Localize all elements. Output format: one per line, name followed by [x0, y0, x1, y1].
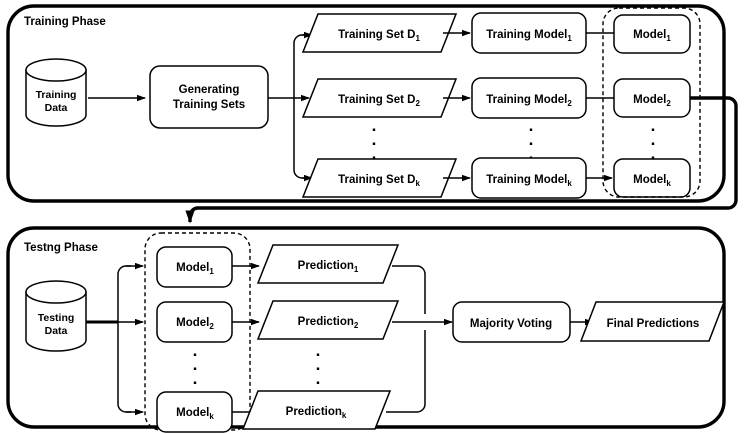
- training-row: Training Set D2 Training Model2 Model2: [301, 77, 691, 119]
- training-branch-connector: [268, 34, 307, 179]
- model-box: [613, 14, 691, 54]
- training-model-label: Training Modelk: [486, 174, 572, 188]
- prediction-parallelogram: [256, 244, 400, 284]
- training-row: Training Set D1 Training Model1 Model1: [301, 12, 691, 54]
- generating-line2: Training Sets: [173, 99, 245, 111]
- ellipsis-dot: .: [193, 341, 198, 360]
- test-model-label: Modelk: [176, 407, 214, 421]
- training-model-label: Training Model2: [486, 94, 572, 108]
- ellipsis-dot: .: [372, 144, 377, 163]
- training-set-label: Training Set Dk: [338, 174, 420, 188]
- testing-data-cylinder: Testing Data: [25, 280, 87, 352]
- training-set-label: Training Set D1: [338, 29, 420, 43]
- training-data-line2: Data: [45, 102, 68, 114]
- training-data-cylinder: Training Data: [25, 58, 87, 127]
- prediction-merge-connector: [386, 265, 426, 413]
- training-models-dashed-group: [602, 7, 701, 198]
- testing-row: Modelk Predictionk: [156, 390, 392, 433]
- model-label: Model2: [633, 94, 671, 108]
- ellipsis-dot: .: [529, 130, 534, 149]
- training-phase-label: Training Phase: [24, 16, 106, 28]
- testing-data-line2: Data: [45, 325, 68, 337]
- testing-row: Model2 Prediction2: [156, 300, 400, 343]
- testing-data-line1: Testing: [38, 312, 75, 324]
- generating-training-sets-box: Generating Training Sets: [149, 65, 269, 129]
- prediction-parallelogram: [241, 390, 392, 430]
- ellipsis-dot: .: [193, 369, 198, 388]
- training-set-parallelogram: [301, 158, 458, 198]
- ellipsis-dot: .: [529, 116, 534, 135]
- ellipsis-dot: .: [651, 144, 656, 163]
- phase-transfer-connector: [185, 96, 738, 224]
- test-model-box: [156, 246, 233, 288]
- testing-ellipsis-group: . . . . . .: [193, 341, 321, 388]
- test-model-label: Model2: [176, 317, 214, 331]
- testing-phase-label: Testng Phase: [24, 242, 98, 254]
- test-model-label: Model1: [176, 262, 214, 276]
- majority-voting-box: Majority Voting: [452, 301, 571, 343]
- training-data-line1: Training: [36, 89, 77, 101]
- model-label: Model1: [633, 29, 671, 43]
- prediction-label: Predictionk: [286, 406, 347, 420]
- training-set-parallelogram: [301, 78, 458, 118]
- training-ellipsis-group: . . . . . . . . .: [372, 116, 656, 163]
- generating-line1: Generating: [179, 84, 240, 96]
- training-set-parallelogram: [301, 13, 458, 53]
- final-predictions-shape: Final Predictions: [579, 301, 726, 342]
- ellipsis-dot: .: [651, 130, 656, 149]
- prediction-label: Prediction2: [298, 316, 359, 330]
- prediction-label: Prediction1: [298, 260, 359, 274]
- testing-branch-connector: [117, 265, 131, 413]
- majority-voting-label: Majority Voting: [470, 318, 552, 330]
- ellipsis-dot: .: [316, 355, 321, 374]
- testing-row: Model1 Prediction1: [156, 244, 400, 288]
- training-row: Training Set Dk Training Modelk Modelk: [301, 157, 691, 199]
- training-set-label: Training Set D2: [338, 94, 420, 108]
- ellipsis-dot: .: [651, 116, 656, 135]
- ellipsis-dot: .: [316, 369, 321, 388]
- ellipsis-dot: .: [316, 341, 321, 360]
- final-predictions-label: Final Predictions: [607, 318, 700, 330]
- ellipsis-dot: .: [372, 116, 377, 135]
- model-label: Modelk: [633, 174, 671, 188]
- ellipsis-dot: .: [529, 144, 534, 163]
- ellipsis-dot: .: [372, 130, 377, 149]
- ellipsis-dot: .: [193, 355, 198, 374]
- prediction-parallelogram: [256, 300, 400, 340]
- training-model-label: Training Model1: [486, 29, 572, 43]
